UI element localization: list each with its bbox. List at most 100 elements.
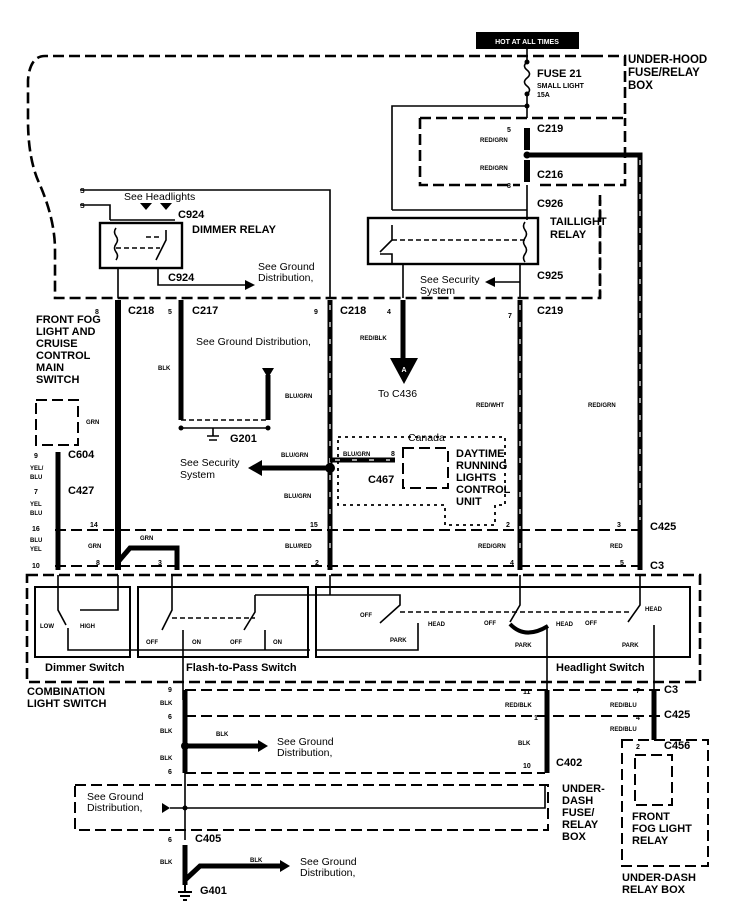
g401-ground-icon (178, 885, 192, 901)
drl-label-1: DAYTIME (456, 448, 505, 460)
wire-yel-blu-2a: YEL (30, 502, 42, 508)
fog-relay-label-2: FOG LIGHT (632, 823, 692, 835)
wire-segment (524, 160, 530, 182)
c926: C926 (537, 198, 563, 210)
dimmer-outputs (117, 268, 245, 298)
dimmer-switch-contacts (57, 575, 310, 651)
pin-8-c218: 8 (95, 309, 99, 316)
pos-high: HIGH (80, 624, 95, 630)
pin-9-c218: 9 (314, 309, 318, 316)
see-ground-ref-5[interactable]: See Ground (300, 856, 357, 868)
pin-14: 14 (90, 522, 98, 529)
see-ground-ref-5b[interactable]: Distribution, (300, 867, 355, 879)
see-headlights-ref[interactable]: See Headlights (124, 191, 195, 203)
pin-15: 15 (310, 522, 318, 529)
headlight-contacts-1 (255, 575, 419, 651)
pos-park-1: PARK (390, 638, 407, 644)
connector-a-arrow[interactable] (390, 358, 418, 384)
pin-4-c425: 4 (636, 715, 640, 722)
pin-10: 10 (32, 563, 40, 570)
underdash-relay-label-2: RELAY BOX (622, 884, 686, 896)
pos-park-3: PARK (622, 643, 639, 649)
dimmer-relay-label: DIMMER RELAY (192, 224, 277, 236)
wire-blu-grn-2: BLU/GRN (281, 453, 308, 459)
pos-off-2: OFF (230, 640, 242, 646)
c425-top: C425 (650, 521, 676, 533)
headlight-contacts-2 (509, 575, 521, 623)
see-ground-ref-4b[interactable]: Distribution, (87, 802, 142, 814)
see-ground-ref-4[interactable]: See Ground (87, 791, 144, 803)
pin-3-c3: 3 (158, 560, 162, 567)
dimmer-contact (155, 230, 167, 261)
underdash-box-label-3: FUSE/ (562, 807, 594, 819)
c219-top: C219 (537, 123, 563, 135)
c3-lower: C3 (664, 684, 678, 696)
pos-off-5: OFF (585, 621, 597, 627)
wire-blu-grn-drl: BLU/GRN (343, 452, 370, 458)
c925: C925 (537, 270, 563, 282)
c3-top: C3 (650, 560, 664, 572)
see-security-ref-2[interactable]: See Security (180, 457, 240, 469)
see-ground-ref-3b[interactable]: Distribution, (277, 747, 332, 759)
pin-8-c467: 8 (391, 451, 395, 458)
fog-switch-label-2: LIGHT AND (36, 326, 96, 338)
dimmer-switch (34, 586, 131, 658)
taillight-relay-label-1: TAILLIGHT (550, 216, 607, 228)
pin-9-lower: 9 (168, 687, 172, 694)
wire-blk-3: BLK (160, 729, 173, 735)
see-security-ref-1[interactable]: See Security (420, 274, 480, 286)
hot-label: HOT AT ALL TIMES (495, 39, 559, 46)
fog-switch-label-4: CONTROL (36, 350, 91, 362)
c216: C216 (537, 169, 563, 181)
pin-1: 1 (534, 715, 538, 722)
c604: C604 (68, 449, 95, 461)
pos-head-1: HEAD (428, 622, 446, 628)
wire-blu-yel-a: BLU (30, 538, 42, 544)
wire-yel-blu-1b: BLU (30, 475, 42, 481)
see-ground-ref-1b[interactable]: Distribution, (258, 272, 313, 284)
canada-label: Canada (408, 432, 445, 444)
fuse-desc: SMALL LIGHT (537, 83, 585, 90)
fog-switch-box (35, 399, 79, 446)
wire-grn-2: GRN (88, 544, 101, 550)
see-ground-ref-3[interactable]: See Ground (277, 736, 334, 748)
c924-bottom: C924 (168, 272, 195, 284)
c405: C405 (195, 833, 221, 845)
g201: G201 (230, 433, 257, 445)
c218-left: C218 (128, 305, 154, 317)
wire-blk-8: BLK (250, 858, 263, 864)
pin-8-c3: 8 (96, 560, 100, 567)
pin-8: 8 (507, 183, 511, 190)
see-security-ref-2b[interactable]: System (180, 469, 215, 481)
wire-red-blu-2: RED/BLU (610, 727, 637, 733)
wire-break-2: S (80, 203, 85, 210)
pos-park-2: PARK (515, 643, 532, 649)
combination-label-2: LIGHT SWITCH (27, 698, 106, 710)
fog-switch-label-6: SWITCH (36, 374, 79, 386)
pos-on-2: ON (273, 640, 282, 646)
flash-switch-contacts (161, 575, 266, 700)
fog-relay-box (634, 754, 673, 806)
see-security-ref-1b[interactable]: System (420, 285, 455, 297)
fog-switch-label-1: FRONT FOG (36, 314, 101, 326)
wire-red-blk-2: RED/BLK (505, 703, 532, 709)
fuse-rating: 15A (537, 92, 550, 99)
pin-2-c456: 2 (636, 744, 640, 751)
see-ground-ref-1[interactable]: See Ground (258, 261, 315, 273)
hot-at-all-times-banner (476, 32, 579, 49)
see-ground-ref-2[interactable]: See Ground Distribution, (196, 336, 311, 348)
pin-16: 16 (32, 526, 40, 533)
wire-blk-6: BLK (518, 741, 531, 747)
wire-yel-blu-2b: BLU (30, 511, 42, 517)
to-c436-ref[interactable]: To C436 (378, 388, 417, 400)
relay-contact (379, 225, 393, 264)
pos-head-2: HEAD (556, 622, 574, 628)
c219-right: C219 (537, 305, 563, 317)
wire-blk-2: BLK (160, 701, 173, 707)
c425-lower: C425 (664, 709, 690, 721)
wire-red-grn-2: RED/GRN (480, 166, 508, 172)
wire-yel-blu-1a: YEL/ (30, 466, 44, 472)
wire-blu-grn-3: BLU/GRN (284, 494, 311, 500)
dimmer-feeds (80, 189, 331, 298)
fog-switch-label-3: CRUISE (36, 338, 78, 350)
